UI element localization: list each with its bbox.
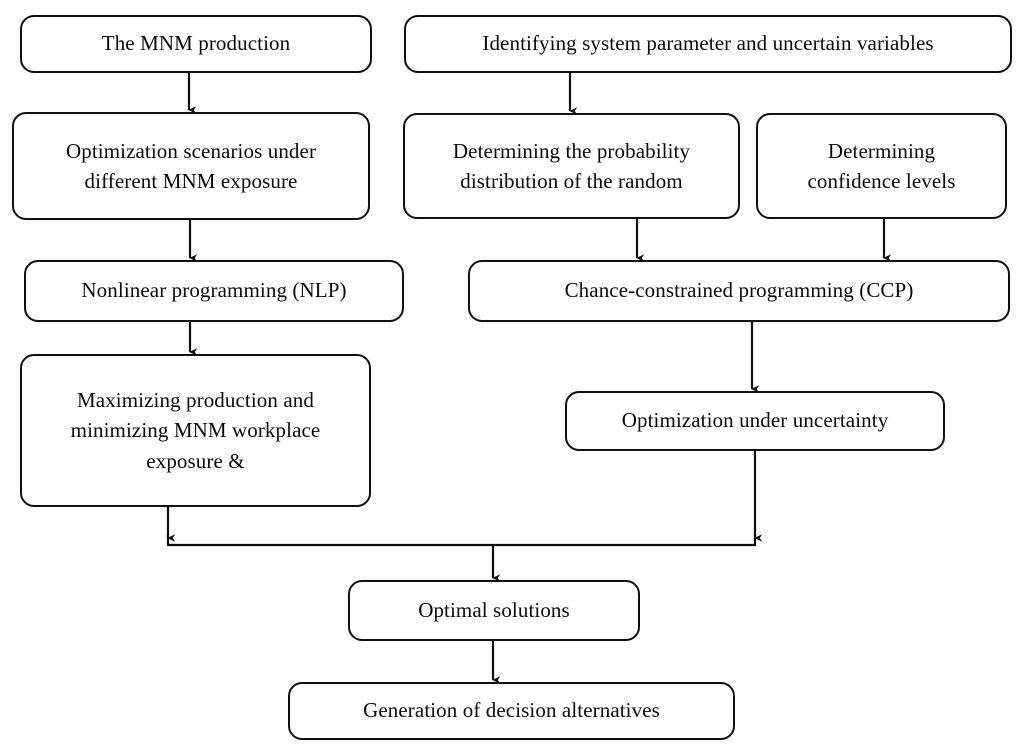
node-label: Optimization under uncertainty	[621, 408, 889, 433]
node-optimal-solutions[interactable]: Optimal solutions	[348, 580, 640, 641]
node-determining-confidence-levels[interactable]: Determining confidence levels	[756, 113, 1007, 219]
node-label: The MNM production	[101, 31, 291, 56]
node-chance-constrained-programming[interactable]: Chance-constrained programming (CCP)	[468, 260, 1010, 322]
node-label: Determining confidence levels	[807, 138, 956, 193]
node-label: Optimization scenarios under different M…	[65, 138, 317, 193]
node-mnm-production[interactable]: The MNM production	[20, 15, 372, 73]
node-maximizing-minimizing[interactable]: Maximizing production and minimizing MNM…	[20, 354, 371, 507]
node-generation-of-decision-alternatives[interactable]: Generation of decision alternatives	[288, 682, 735, 740]
node-label: Determining the probability distribution…	[452, 138, 691, 193]
node-label: Generation of decision alternatives	[363, 698, 660, 723]
node-label: Maximizing production and minimizing MNM…	[70, 387, 321, 473]
node-determining-probability-distribution[interactable]: Determining the probability distribution…	[403, 113, 740, 219]
node-optimization-scenarios[interactable]: Optimization scenarios under different M…	[12, 112, 370, 220]
node-nonlinear-programming[interactable]: Nonlinear programming (NLP)	[24, 260, 404, 322]
node-label: Nonlinear programming (NLP)	[81, 278, 347, 303]
node-label: Optimal solutions	[418, 597, 570, 622]
node-label: Chance-constrained programming (CCP)	[564, 278, 914, 303]
node-label: Identifying system parameter and uncerta…	[482, 31, 934, 56]
node-identifying-system-parameter[interactable]: Identifying system parameter and uncerta…	[404, 15, 1012, 73]
node-optimization-under-uncertainty[interactable]: Optimization under uncertainty	[565, 391, 945, 451]
